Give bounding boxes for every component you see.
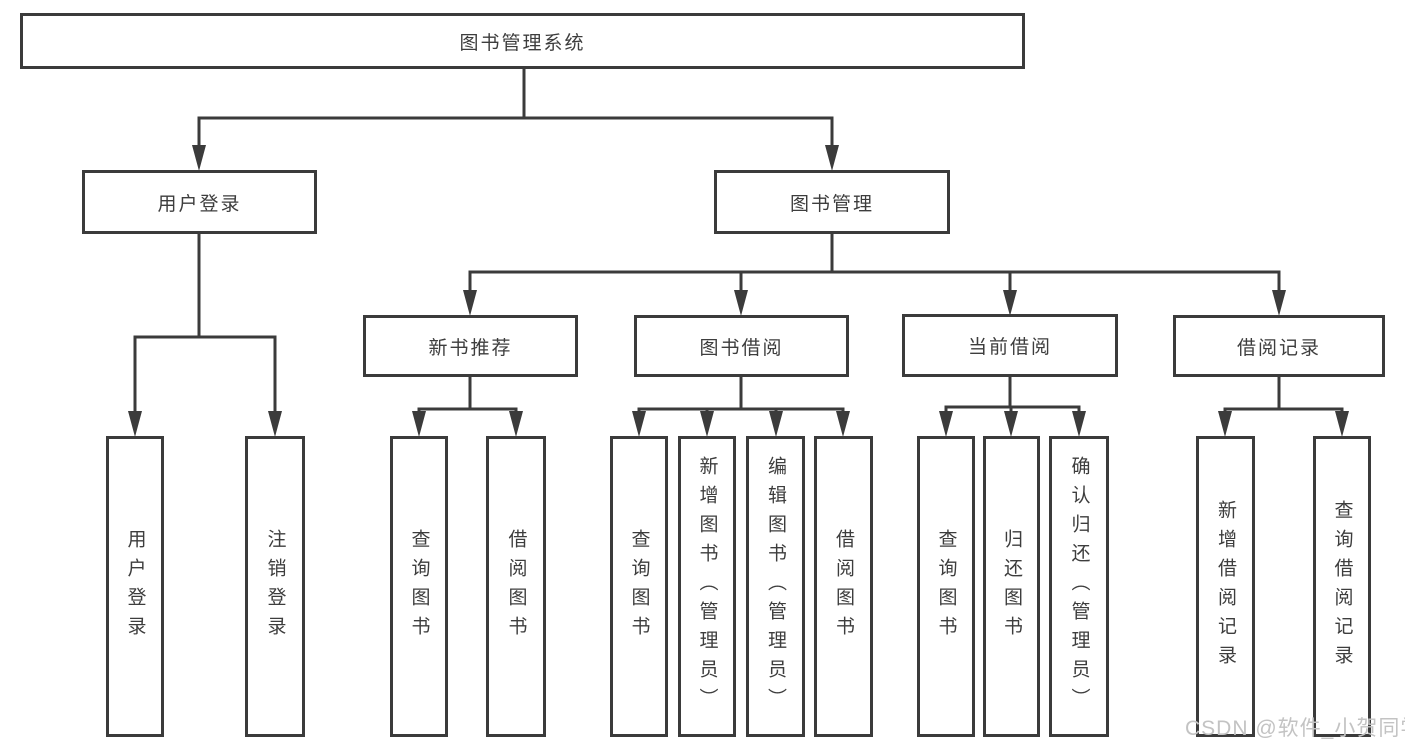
leaf-query-books-borrow-label: 查询图书 (628, 528, 650, 645)
leaf-user-login: 用户登录 (106, 436, 164, 737)
node-root-label: 图书管理系统 (459, 32, 586, 54)
leaf-add-borrow-record-label: 新增借阅记录 (1215, 499, 1236, 674)
watermark: CSDN @软件_小贺同学 (1185, 717, 1405, 740)
leaf-query-books-recommend-label: 查询图书 (408, 528, 430, 645)
node-new-book-recommend-label: 新书推荐 (428, 337, 513, 359)
leaf-edit-book-admin-label: 编辑图书（管理员） (765, 456, 786, 717)
node-book-borrow-label: 图书借阅 (699, 337, 784, 359)
node-borrow-records: 借阅记录 (1173, 315, 1385, 377)
leaf-add-borrow-record: 新增借阅记录 (1196, 436, 1255, 737)
leaf-logout-label: 注销登录 (264, 528, 286, 645)
node-current-borrow: 当前借阅 (902, 314, 1118, 377)
leaf-borrow-books: 借阅图书 (814, 436, 873, 737)
arrowhead-icons (128, 145, 1349, 437)
leaf-edit-book-admin: 编辑图书（管理员） (746, 436, 805, 737)
leaf-return-books: 归还图书 (983, 436, 1040, 737)
node-user-login: 用户登录 (82, 170, 317, 234)
node-user-login-label: 用户登录 (157, 193, 242, 215)
node-book-management: 图书管理 (714, 170, 950, 234)
leaf-user-login-label: 用户登录 (124, 528, 146, 645)
node-book-borrow: 图书借阅 (634, 315, 849, 377)
leaf-borrow-books-recommend-label: 借阅图书 (505, 528, 527, 645)
leaf-query-borrow-record-label: 查询借阅记录 (1331, 499, 1353, 674)
leaf-borrow-books-recommend: 借阅图书 (486, 436, 546, 737)
leaf-confirm-return-admin-label: 确认归还（管理员） (1068, 456, 1090, 717)
leaf-query-books-current: 查询图书 (917, 436, 975, 737)
leaf-query-books-recommend: 查询图书 (390, 436, 448, 737)
node-root: 图书管理系统 (20, 13, 1025, 69)
leaf-add-book-admin: 新增图书（管理员） (678, 436, 736, 737)
leaf-confirm-return-admin: 确认归还（管理员） (1049, 436, 1109, 737)
leaf-query-borrow-record: 查询借阅记录 (1313, 436, 1371, 737)
leaf-query-books-borrow: 查询图书 (610, 436, 668, 737)
leaf-return-books-label: 归还图书 (1001, 528, 1022, 645)
leaf-borrow-books-label: 借阅图书 (833, 528, 854, 645)
node-borrow-records-label: 借阅记录 (1236, 337, 1321, 359)
node-book-management-label: 图书管理 (789, 193, 874, 215)
node-current-borrow-label: 当前借阅 (967, 337, 1052, 358)
leaf-add-book-admin-label: 新增图书（管理员） (696, 456, 718, 717)
node-new-book-recommend: 新书推荐 (363, 315, 578, 377)
leaf-logout: 注销登录 (245, 436, 305, 737)
leaf-query-books-current-label: 查询图书 (935, 528, 957, 645)
